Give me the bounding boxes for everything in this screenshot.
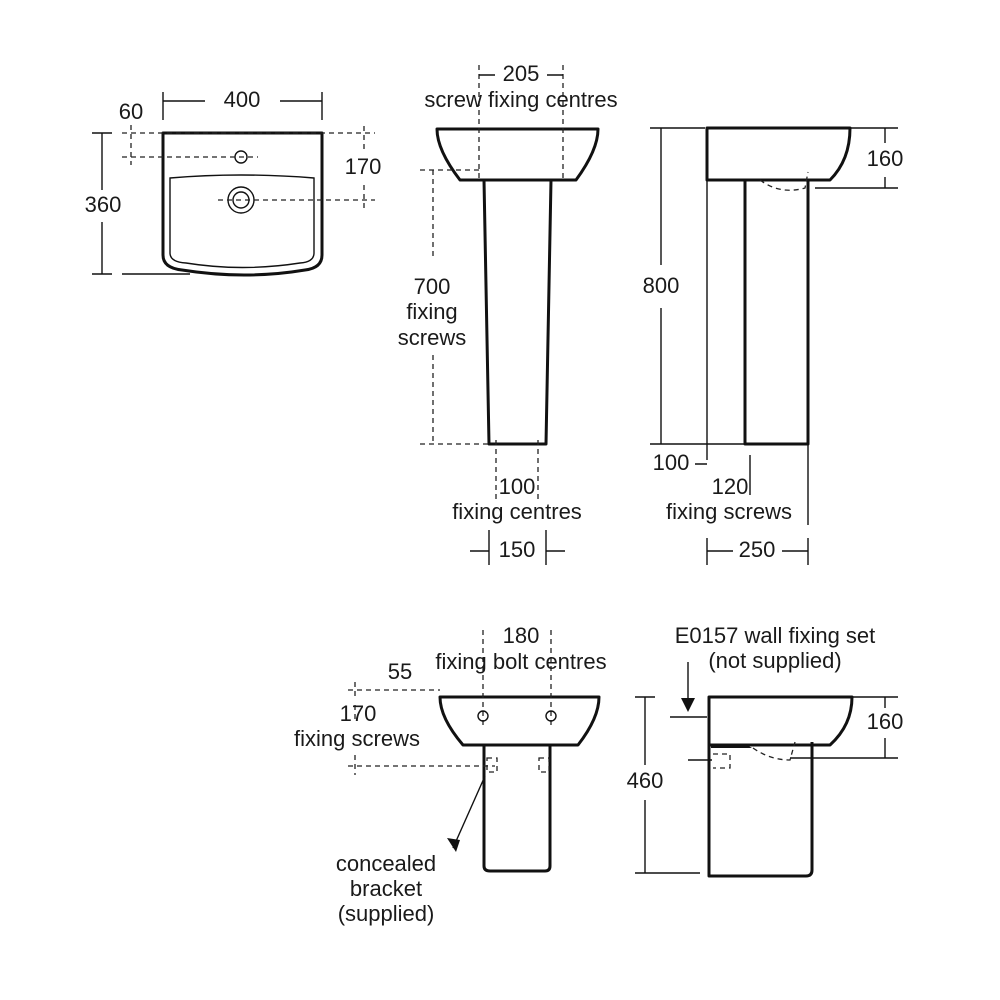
side-screw-label: fixing screws: [666, 499, 792, 524]
side-bowl-height-label: 160: [867, 146, 904, 171]
front-height-label-1: fixing: [406, 299, 457, 324]
front-base-centres-value: 100: [499, 474, 536, 499]
semi-side-total-height-label: 460: [627, 768, 664, 793]
semi-screw-value: 170: [340, 701, 377, 726]
bracket-label-2: bracket: [350, 876, 422, 901]
plan-width-label: 400: [224, 87, 261, 112]
semi-top-offset-label: 55: [388, 659, 412, 684]
semi-side-bowl-height-label: 160: [867, 709, 904, 734]
semi-side-view: E0157 wall fixing set (not supplied) 160…: [627, 623, 904, 878]
plan-tap-offset-label: 60: [119, 99, 143, 124]
semi-bolt-centres-value: 180: [503, 623, 540, 648]
front-base-centres-label: fixing centres: [452, 499, 582, 524]
semi-front-view: 180 fixing bolt centres 55 170 fixing sc…: [294, 623, 607, 926]
plan-view: 400 60 170 360: [85, 87, 382, 277]
plan-waste-offset-label: 170: [345, 154, 382, 179]
front-height-value: 700: [414, 274, 451, 299]
wall-fixing-set-label: E0157 wall fixing set: [675, 623, 876, 648]
bracket-label-1: concealed: [336, 851, 436, 876]
plan-depth-label: 360: [85, 192, 122, 217]
side-rear-offset-label: 100: [653, 450, 690, 475]
bracket-label-3: (supplied): [338, 901, 435, 926]
semi-bolt-centres-label: fixing bolt centres: [435, 649, 606, 674]
front-screw-centres-value: 205: [503, 61, 540, 86]
side-view: 160 800 100 120 fixing screws 250: [643, 126, 904, 565]
side-depth-label: 250: [739, 537, 776, 562]
side-total-height-label: 800: [643, 273, 680, 298]
front-base-width-label: 150: [499, 537, 536, 562]
semi-screw-label: fixing screws: [294, 726, 420, 751]
wall-fixing-set-note: (not supplied): [708, 648, 841, 673]
front-view: 205 screw fixing centres 700 fixing scre…: [398, 61, 618, 565]
front-height-label-2: screws: [398, 325, 466, 350]
side-screw-value: 120: [712, 474, 749, 499]
front-screw-centres-label: screw fixing centres: [424, 87, 617, 112]
